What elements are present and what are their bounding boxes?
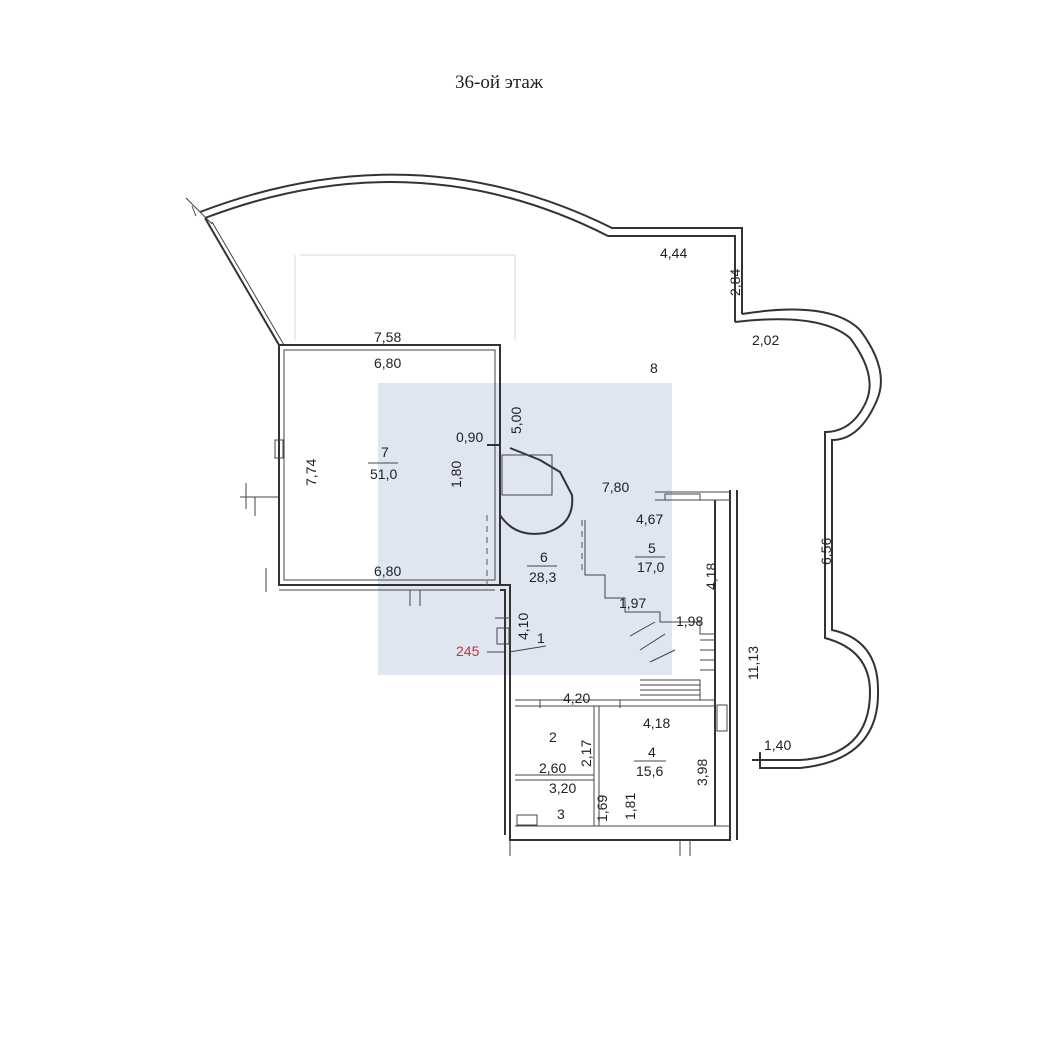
watermark-block: [378, 383, 672, 675]
terrace-outline: [185, 173, 882, 769]
dim-2-84: 2,84: [727, 269, 743, 296]
page-title: 36-ой этаж: [455, 72, 544, 93]
dim-0-90: 0,90: [456, 429, 483, 445]
dim-6-80-top: 6,80: [374, 355, 401, 371]
room-3-number: 3: [557, 806, 565, 822]
dim-1-80: 1,80: [448, 461, 464, 488]
dim-2-02: 2,02: [752, 332, 779, 348]
dim-1-98: 1,98: [676, 613, 703, 629]
dim-7-80: 7,80: [602, 479, 629, 495]
dim-4-18-vertical: 4,18: [703, 563, 719, 590]
dim-2-60: 2,60: [539, 760, 566, 776]
dim-6-56: 6,56: [818, 538, 834, 565]
faint-guides: [294, 254, 516, 340]
dim-4-18: 4,18: [643, 715, 670, 731]
room-5-number: 5: [648, 540, 656, 556]
central-column: [486, 444, 583, 645]
dim-4-67: 4,67: [636, 511, 663, 527]
room-labels: 8 7 51,0 6 28,3 5 17,0 1 2 4 15,6 3 245: [368, 360, 666, 822]
room-6-number: 6: [540, 549, 548, 565]
dim-4-10: 4,10: [515, 613, 531, 640]
dim-1-40: 1,40: [764, 737, 791, 753]
dim-11-13: 11,13: [745, 646, 761, 680]
room-7-number: 7: [381, 444, 389, 460]
room-1-number: 1: [537, 630, 545, 646]
dim-3-20: 3,20: [549, 780, 576, 796]
room-2-number: 2: [549, 729, 557, 745]
dim-1-81: 1,81: [622, 793, 638, 820]
dimensions: 4,44 2,84 2,02 7,58 6,80 7,74 0,90 5,00 …: [303, 245, 834, 822]
room-5-area: 17,0: [637, 559, 664, 575]
dim-6-80-bottom: 6,80: [374, 563, 401, 579]
dim-1-69: 1,69: [594, 795, 610, 822]
dim-4-20: 4,20: [563, 690, 590, 706]
apartment-walls: [279, 490, 738, 856]
dim-7-74: 7,74: [303, 459, 319, 486]
room-6-area: 28,3: [529, 569, 556, 585]
room-4-number: 4: [648, 744, 656, 760]
stair-steps: [584, 520, 715, 700]
dim-1-97: 1,97: [619, 595, 646, 611]
room-7-area: 51,0: [370, 466, 397, 482]
marker-label: 245: [456, 643, 480, 659]
dim-5-00: 5,00: [508, 407, 524, 434]
room-8-number: 8: [650, 360, 658, 376]
dim-3-98: 3,98: [694, 759, 710, 786]
dim-4-44: 4,44: [660, 245, 687, 261]
room-4-area: 15,6: [636, 763, 663, 779]
dim-7-58: 7,58: [374, 329, 401, 345]
dim-2-17: 2,17: [578, 740, 594, 767]
